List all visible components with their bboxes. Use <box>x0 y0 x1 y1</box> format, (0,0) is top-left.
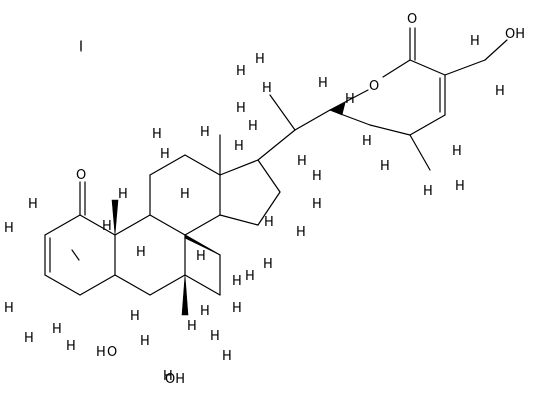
hydrogen-atom-label: H <box>234 139 244 154</box>
hydrogen-atom-label: H <box>180 187 190 202</box>
bond <box>484 39 508 61</box>
hydrogen-atom-label: H <box>312 169 322 184</box>
hydrogen-atom-label: H <box>210 329 220 344</box>
bond <box>409 134 431 171</box>
hydrogen-atom-label: H <box>187 319 197 334</box>
hydrogen-atom-label: H <box>495 84 505 99</box>
hydrogen-atom-label: H <box>52 322 62 337</box>
bond <box>409 59 446 76</box>
hydrogen-atom-label: H <box>4 301 14 316</box>
bond <box>257 129 296 161</box>
bond <box>149 154 186 176</box>
bond <box>149 274 186 296</box>
hydrogen-atom-label: H <box>312 197 322 212</box>
bond <box>382 59 411 78</box>
hydrogen-atom-label: H <box>263 257 273 272</box>
hydrogen-atom-label: H <box>222 349 232 364</box>
hydrogen-atom-label: H <box>130 309 140 324</box>
hydroxyl-h-label: H <box>96 345 106 360</box>
hydrogen-atom-label: H <box>28 197 38 212</box>
wedge-bond <box>181 274 189 316</box>
hydroxyl-label: OH <box>165 372 185 387</box>
hydrogen-atom-label: H <box>163 369 173 384</box>
hydrogen-atom-label: H <box>380 159 390 174</box>
hydrogen-atom-label: H <box>455 179 465 194</box>
hydrogen-atom-label: H <box>140 334 150 349</box>
hydrogen-atom-label: H <box>296 225 306 240</box>
hydrogen-atom-label: H <box>196 249 206 264</box>
hydrogen-atom-label: H <box>264 215 274 230</box>
hydrogen-atom-label: H <box>118 187 128 202</box>
hydrogen-atom-label: H <box>4 221 14 236</box>
bond <box>114 274 151 296</box>
hydrogen-atom-label: H <box>345 92 355 107</box>
bond <box>71 249 80 261</box>
bond <box>369 124 411 136</box>
hydrogen-atom-label: H <box>102 219 112 234</box>
hydrogen-atom-label: H <box>200 125 210 140</box>
hydroxymethyl-oh-label: OH <box>505 27 525 42</box>
bond <box>294 109 331 131</box>
hydrogen-atom-label: H <box>245 269 255 284</box>
bond <box>79 214 116 236</box>
bond-layer <box>44 27 508 296</box>
wedge-bond <box>329 102 346 116</box>
wedge-bond <box>111 199 119 236</box>
hydrogen-atom-label: H <box>470 34 480 49</box>
bond <box>219 159 259 176</box>
label-layer: O O O OH OH O H <box>76 12 525 387</box>
hydrogen-atom-label: H <box>255 52 265 67</box>
wedge-bond <box>184 234 221 256</box>
bond <box>409 114 446 136</box>
hydrogen-atom-label: H <box>236 64 246 79</box>
hydrogen-atom-label: H <box>362 134 372 149</box>
bond <box>257 159 281 193</box>
hydrogen-atom-label: H <box>318 76 328 91</box>
bond <box>79 274 116 296</box>
bond <box>114 214 151 236</box>
hydrogen-atom-label: H <box>232 274 242 289</box>
hydrogen-atom-label: H <box>423 184 433 199</box>
bond <box>184 214 221 236</box>
bond <box>44 214 81 236</box>
hydrogen-atom-label: H <box>24 331 34 346</box>
bond <box>269 94 296 131</box>
hydrogen-atom-label: H <box>66 339 76 354</box>
hydrogen-atom-label: H <box>452 144 462 159</box>
hydrogen-atom-label: H <box>160 147 170 162</box>
bond <box>149 214 186 236</box>
bond <box>444 59 486 76</box>
bond <box>257 191 281 226</box>
hydrogen-atom-label: H <box>136 245 146 260</box>
epoxide-oxygen-label: O <box>107 345 117 360</box>
lactone-carbonyl-oxygen-label: O <box>407 12 417 27</box>
ring-oxygen-label: O <box>369 79 379 94</box>
bond <box>44 274 81 296</box>
bond <box>184 274 221 296</box>
hydrogen-atom-label: H <box>152 127 162 142</box>
hydrogen-atom-label: H <box>200 304 210 319</box>
hydrogen-atom-label: H <box>262 81 272 96</box>
bond <box>184 154 221 176</box>
ketone-oxygen-label: O <box>76 168 86 183</box>
hydrogen-atom-label: H <box>248 119 258 134</box>
hydrogen-atom-label: H <box>297 154 307 169</box>
stereo-layer <box>111 102 346 316</box>
bond <box>329 89 369 111</box>
bond <box>219 214 259 226</box>
hydrogen-atom-label: H <box>232 301 242 316</box>
hydrogen-atom-label: H <box>236 101 246 116</box>
